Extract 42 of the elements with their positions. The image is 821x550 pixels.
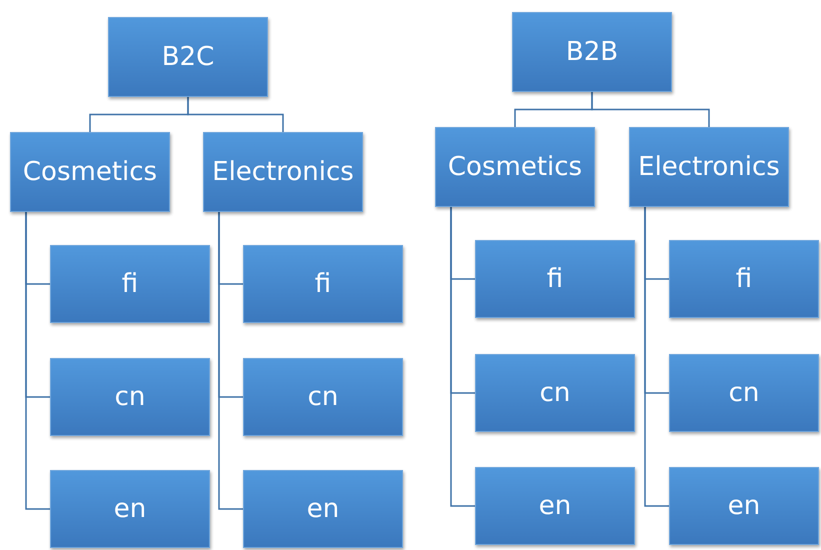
connector-line [25, 212, 50, 510]
org-chart-box [10, 132, 170, 212]
box-label: Cosmetics [448, 152, 582, 182]
org-chart-box [669, 240, 819, 318]
box-label: cn [114, 382, 146, 412]
box-label: fi [546, 264, 564, 294]
box-label: B2B [566, 37, 618, 67]
org-chart-box [243, 470, 403, 548]
box-label: Electronics [638, 152, 780, 182]
org-chart-box [50, 245, 210, 323]
org-chart-box [435, 127, 595, 207]
box-label: fi [314, 269, 332, 299]
box-label: cn [728, 378, 760, 408]
org-chart-box [243, 358, 403, 436]
org-chart-box [669, 354, 819, 432]
org-chart-box [50, 470, 210, 548]
org-chart-box [108, 17, 268, 97]
connector-line [218, 212, 243, 510]
org-chart-box [629, 127, 789, 207]
org-chart-box [50, 358, 210, 436]
connector-line [450, 207, 475, 507]
connector-line [591, 92, 710, 127]
org-chart-box [243, 245, 403, 323]
connector-line [644, 207, 669, 507]
box-label: B2C [162, 42, 214, 72]
box-label: en [114, 494, 146, 524]
org-chart-box [475, 467, 635, 545]
org-chart-box [203, 132, 363, 212]
connector-line [187, 97, 284, 132]
org-chart-box [475, 354, 635, 432]
org-chart-box [512, 12, 672, 92]
box-label: fi [736, 264, 752, 294]
box-label: fi [122, 269, 138, 299]
box-label: Electronics [212, 157, 354, 187]
org-chart-box [475, 240, 635, 318]
box-label: cn [540, 378, 570, 408]
box-label: Cosmetics [22, 157, 158, 187]
box-label: en [728, 491, 760, 521]
box-label: cn [308, 382, 338, 412]
box-label: en [538, 491, 572, 521]
box-label: en [306, 494, 340, 524]
org-chart-box [669, 467, 819, 545]
